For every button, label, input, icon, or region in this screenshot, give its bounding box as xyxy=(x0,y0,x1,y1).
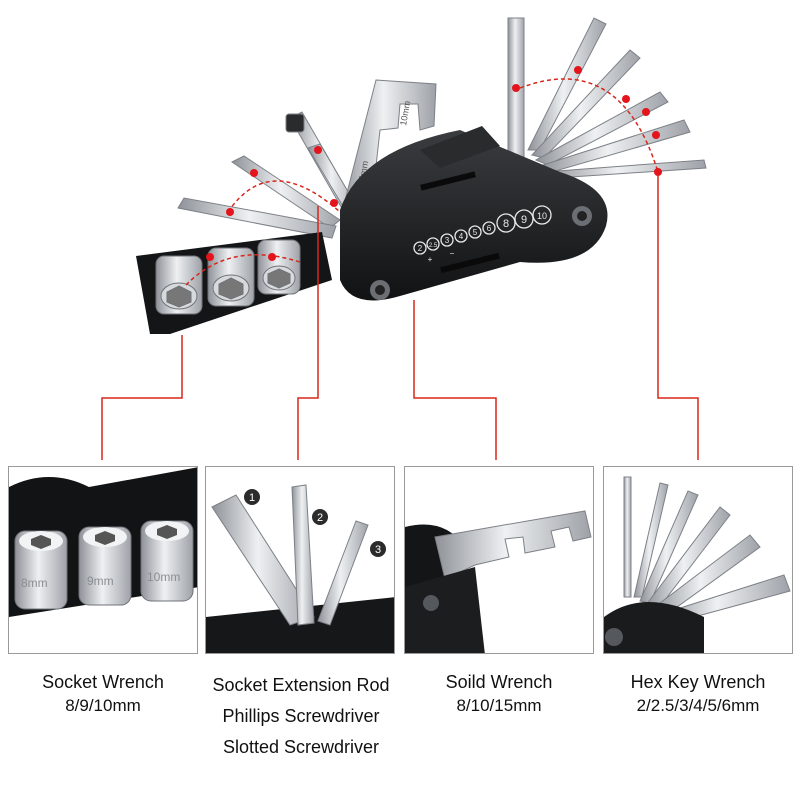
socket-wrench-sizes: 8/9/10mm xyxy=(65,696,141,715)
size-mark-5: 5 xyxy=(473,228,478,237)
screwdriver-set xyxy=(177,111,361,239)
svg-text:1: 1 xyxy=(249,492,255,504)
badge-1: 1 xyxy=(244,489,260,505)
hex-key-wrench-sizes: 2/2.5/3/4/5/6mm xyxy=(636,696,760,715)
panel-socket-extension-rod: 1 2 3 xyxy=(205,466,395,654)
socket-extension-rod-title: Socket Extension Rod xyxy=(212,675,390,695)
badge-3: 3 xyxy=(370,541,386,557)
size-mark-2-5: 2.5 xyxy=(429,243,438,249)
label-solid-wrench: Soild Wrench 8/10/15mm xyxy=(404,670,594,718)
size-mark-3: 3 xyxy=(445,236,450,245)
svg-text:3: 3 xyxy=(375,544,381,556)
panel-socket-wrench: 8mm 9mm 10mm xyxy=(8,466,198,654)
size-mark-2: 2 xyxy=(418,244,423,253)
size-mark-4: 4 xyxy=(459,232,464,241)
multitool-hero-image: 15mm 10mm 2 2.5 3 4 5 6 8 9 10 + − xyxy=(101,17,707,460)
callout-dots xyxy=(206,66,662,261)
svg-text:2: 2 xyxy=(317,512,323,524)
size-mark-plus: + xyxy=(428,255,433,264)
hex-key-fan xyxy=(507,17,707,179)
hex-key-wrench-title: Hex Key Wrench xyxy=(630,672,766,692)
badge-2: 2 xyxy=(312,509,328,525)
socket-closeup-image: 8mm 9mm 10mm xyxy=(9,467,197,617)
size-mark-10: 10 xyxy=(537,211,547,221)
panel-hex-key-wrench xyxy=(603,466,793,654)
solid-wrench-sizes: 8/10/15mm xyxy=(456,696,542,715)
socket-stamp-8mm: 8mm xyxy=(21,576,48,590)
callout-markers xyxy=(185,78,659,286)
phillips-screwdriver-title: Phillips Screwdriver xyxy=(222,706,380,726)
socket-wrench-title: Socket Wrench xyxy=(42,672,164,692)
panel-solid-wrench xyxy=(404,466,594,654)
screwdriver-closeup-image: 1 2 3 xyxy=(206,484,394,653)
label-hex-key-wrench: Hex Key Wrench 2/2.5/3/4/5/6mm xyxy=(603,670,793,718)
label-socket-extension-rod: Socket Extension Rod Phillips Screwdrive… xyxy=(196,670,406,763)
socket-stamp-10mm: 10mm xyxy=(147,570,180,584)
label-socket-wrench: Socket Wrench 8/9/10mm xyxy=(8,670,198,718)
size-mark-8: 8 xyxy=(503,218,509,230)
size-mark-minus: − xyxy=(450,249,455,258)
wrench-closeup-image xyxy=(405,510,592,653)
size-mark-9: 9 xyxy=(521,214,527,226)
socket-holder xyxy=(136,232,332,334)
solid-wrench-title: Soild Wrench xyxy=(445,672,553,692)
slotted-screwdriver-title: Slotted Screwdriver xyxy=(222,737,380,757)
size-mark-6: 6 xyxy=(487,224,492,233)
socket-stamp-9mm: 9mm xyxy=(87,574,114,588)
wrench-engraving-10mm: 10mm xyxy=(398,100,412,126)
hex-key-closeup-image xyxy=(604,476,791,653)
tool-body: 2 2.5 3 4 5 6 8 9 10 + − xyxy=(340,126,608,301)
callout-connectors xyxy=(101,176,699,460)
